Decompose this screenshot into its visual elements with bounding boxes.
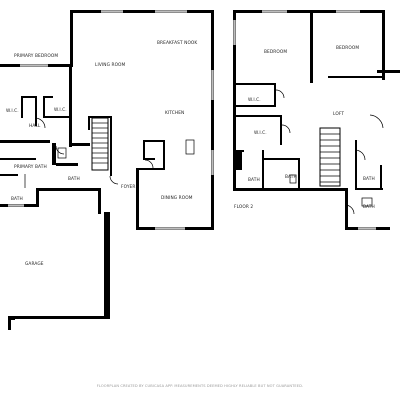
floor-1-stairs (91, 117, 109, 171)
room-label-dining-room: DINING ROOM (161, 195, 193, 201)
room-label-bath-bottom: BATH (11, 196, 23, 202)
room-label-bath-mid: BATH (285, 174, 297, 180)
room-label-breakfast-nook: BREAKFAST NOOK (157, 40, 197, 46)
room-label-kitchen: KITCHEN (165, 110, 184, 116)
floor-2-label: FLOOR 2 (234, 204, 253, 210)
floor-1-interior-walls (0, 67, 165, 176)
floor-1: PRIMARY BEDROOM LIVING ROOM BREAKFAST NO… (0, 10, 214, 330)
room-label-garage: GARAGE (25, 261, 44, 267)
room-label-bath-small: BATH (68, 176, 80, 182)
floor-2-stairs (319, 127, 341, 187)
floor-1-room-labels: PRIMARY BEDROOM LIVING ROOM BREAKFAST NO… (6, 40, 197, 267)
room-label-bedroom-right: BEDROOM (336, 45, 359, 51)
room-label-wic-mid: W.I.C. (254, 130, 267, 136)
floor-2-room-labels: BEDROOM BEDROOM W.I.C. LOFT W.I.C. BATH … (248, 45, 375, 210)
floor-2-windows (233, 10, 376, 230)
floorplan-disclaimer: FLOORPLAN CREATED BY CUBICASA APP. MEASU… (97, 384, 304, 388)
floor-2-doors (275, 89, 384, 215)
room-label-bath-left: BATH (248, 177, 260, 183)
room-label-bedroom-left: BEDROOM (264, 49, 287, 55)
floor-2-exterior-walls (233, 10, 400, 230)
floor-2: BEDROOM BEDROOM W.I.C. LOFT W.I.C. BATH … (233, 10, 400, 230)
room-label-loft: LOFT (333, 111, 344, 117)
room-label-bath-right-top: BATH (363, 176, 375, 182)
room-label-bath-right-bottom: BATH (363, 204, 375, 210)
room-label-living-room: LIVING ROOM (95, 62, 126, 68)
floor-2-fixtures (289, 174, 373, 207)
floor-2-interior-walls (236, 13, 383, 190)
room-label-foyer: FOYER (121, 184, 135, 190)
room-label-primary-bath: PRIMARY BATH (14, 164, 47, 170)
floor-1-windows (8, 10, 214, 230)
room-label-wic-top: W.I.C. (248, 97, 261, 103)
room-label-wic-right: W.I.C. (54, 107, 67, 113)
room-label-hall: HALL (29, 123, 41, 129)
room-label-wic-left: W.I.C. (6, 108, 19, 114)
floor-1-fixtures (24, 139, 195, 188)
room-label-primary-bedroom: PRIMARY BEDROOM (14, 53, 58, 59)
